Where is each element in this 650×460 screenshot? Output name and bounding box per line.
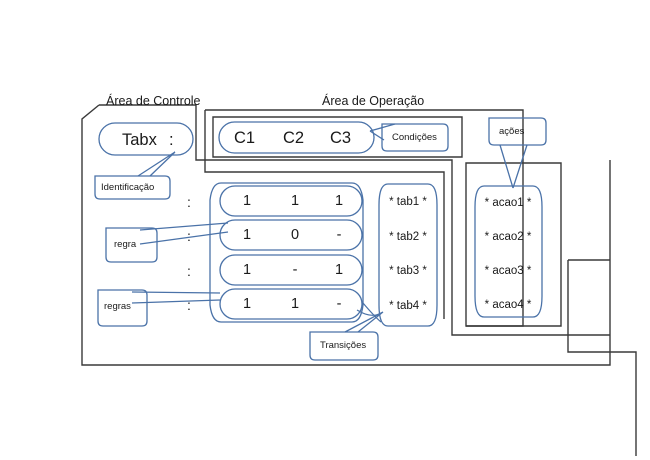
condition-header-c1: C1 <box>234 129 256 147</box>
regra-pointer <box>139 222 229 245</box>
tabx-pill <box>98 122 194 156</box>
rule-4-cell-3: - <box>336 296 342 312</box>
acoes-label: ações <box>499 126 525 137</box>
transicoes-label: Transições <box>320 340 367 351</box>
rule-pill-3 <box>219 254 363 286</box>
transition-item-1: * tab1 * <box>389 196 427 208</box>
transition-item-4: * tab4 * <box>389 300 427 312</box>
control-area-top <box>99 104 610 336</box>
rule-pill-4 <box>219 288 363 320</box>
condition-header-c2: C2 <box>283 129 305 147</box>
rule-colon-2: : <box>187 228 191 244</box>
rules-to-transitions-link-2 <box>356 309 380 316</box>
outer-frame <box>81 104 611 366</box>
action-item-2: * acao2 * <box>484 231 532 243</box>
identificacao-pointer <box>137 151 176 177</box>
condition-header-c3: C3 <box>330 129 352 147</box>
action-item-1: * acao1 * <box>484 197 532 209</box>
conditions-pill <box>218 121 375 154</box>
rule-pill-1 <box>219 185 363 217</box>
rule-2-cell-1: 1 <box>242 227 252 243</box>
transition-item-3: * tab3 * <box>389 265 427 277</box>
rule-1-cell-2: 1 <box>290 193 300 209</box>
actions-box <box>465 162 562 327</box>
rule-1-cell-1: 1 <box>242 193 252 209</box>
regras-label: regras <box>104 301 131 312</box>
right-connector <box>567 260 637 456</box>
action-item-3: * acao3 * <box>484 265 532 277</box>
tabx-label: Tabx <box>122 131 157 149</box>
identificacao-label: Identificação <box>101 182 155 193</box>
area-controle-title: Área de Controle <box>106 94 201 108</box>
identificacao-callout <box>94 175 171 200</box>
rules-group-outline <box>209 182 364 323</box>
rule-3-cell-3: 1 <box>334 262 344 278</box>
rule-colon-1: : <box>187 194 191 210</box>
rule-colon-4: : <box>187 297 191 313</box>
rule-3-cell-1: 1 <box>242 262 252 278</box>
actions-group-outline <box>474 185 543 318</box>
action-item-4: * acao4 * <box>484 299 532 311</box>
rule-pill-2 <box>219 219 363 251</box>
rule-4-cell-1: 1 <box>242 296 252 312</box>
rule-2-cell-2: 0 <box>290 227 300 243</box>
tabx-colon: : <box>169 131 174 149</box>
transicoes-callout <box>309 331 379 361</box>
transition-item-2: * tab2 * <box>389 231 427 243</box>
regra-callout <box>105 227 158 263</box>
area-operacao-title: Área de Operação <box>322 94 425 108</box>
rule-2-cell-3: - <box>336 227 342 243</box>
condicoes-pointer <box>369 123 396 141</box>
acoes-pointer <box>499 144 528 189</box>
rules-to-transitions-link <box>362 302 382 323</box>
operation-frame-left <box>204 110 445 319</box>
rule-4-cell-2: 1 <box>290 296 300 312</box>
regra-label: regra <box>114 239 137 250</box>
rule-3-cell-2: - <box>292 262 298 278</box>
condicoes-label: Condições <box>392 132 437 143</box>
rule-colon-3: : <box>187 263 191 279</box>
transitions-group-outline <box>378 183 438 327</box>
conditions-box <box>212 116 463 158</box>
acoes-callout <box>488 117 547 146</box>
rule-1-cell-3: 1 <box>334 193 344 209</box>
regras-pointer <box>131 291 221 304</box>
